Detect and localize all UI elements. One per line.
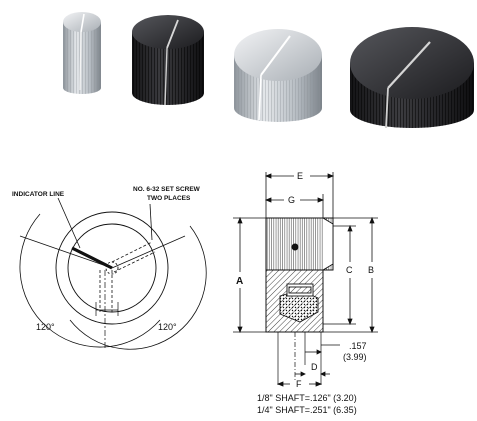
set-screw-label-line2: TWO PLACES (147, 195, 191, 202)
set-screw (291, 243, 299, 251)
top-view-drawing (19, 197, 207, 350)
shaft-note-1-4: 1/4" SHAFT=.251" (6.35) (257, 405, 357, 415)
knob-medium-silver (234, 29, 322, 122)
knob-large-black (350, 27, 474, 129)
knob-medium-black (132, 15, 204, 106)
angle-label-right: 120° (158, 322, 177, 332)
indicator-stripe (166, 19, 179, 49)
dim-G: G (288, 195, 295, 205)
shaft-note-1-8: 1/8" SHAFT=.126" (3.20) (257, 393, 357, 403)
indicator-line (71, 246, 113, 270)
dim-F: F (296, 379, 302, 389)
knob-knurled-body (265, 217, 334, 271)
dim-E: E (297, 171, 303, 181)
indicator-stripe (387, 41, 431, 89)
dim-D: D (311, 362, 318, 372)
set-screw-hole (99, 241, 156, 312)
indicator-stripe (260, 35, 291, 76)
indicator-stripe (80, 13, 85, 33)
side-view-drawing (265, 217, 340, 385)
knob-photo-row (63, 12, 474, 129)
dim-offset-in: .157 (349, 341, 367, 351)
angle-label-left: 120° (36, 322, 55, 332)
indicator-leader (57, 197, 81, 249)
dim-C: C (346, 265, 353, 275)
set-screw-leader (149, 203, 153, 241)
dimension-lines (233, 172, 378, 387)
set-screw-label-line1: NO. 6-32 SET SCREW (133, 186, 201, 193)
dim-B: B (368, 265, 374, 275)
dim-offset-mm: (3.99) (343, 352, 367, 362)
dim-A: A (236, 276, 243, 287)
knob-small-silver (63, 12, 101, 94)
knob-outer-circle (55, 211, 169, 325)
indicator-line-label: INDICATOR LINE (12, 191, 65, 198)
angle-arc (19, 213, 161, 348)
